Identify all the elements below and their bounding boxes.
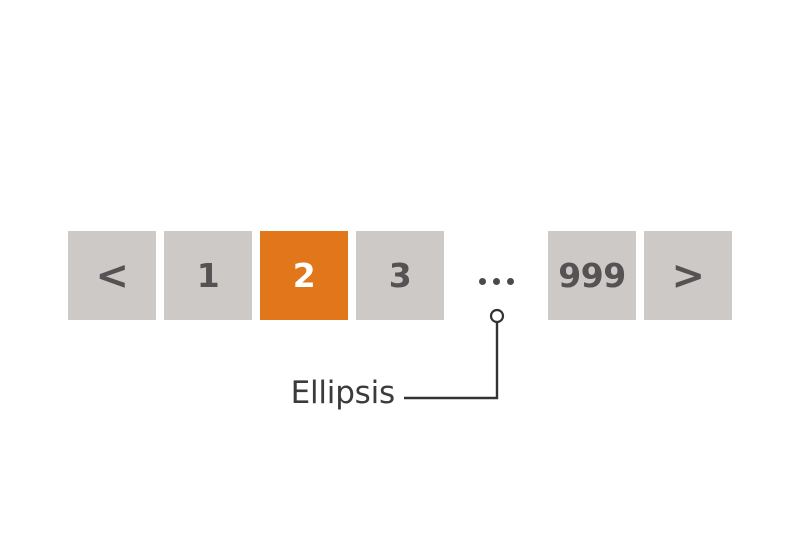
annotation-leader-line: [404, 322, 499, 400]
chevron-left-icon: <: [95, 252, 129, 299]
pagination-page-label: 999: [558, 256, 626, 295]
pagination-page-label: 1: [196, 256, 220, 295]
pagination-control: < 1 2 3 999 >: [68, 231, 740, 320]
pagination-next-button[interactable]: >: [644, 231, 732, 320]
pagination-prev-button[interactable]: <: [68, 231, 156, 320]
ellipsis-dot: [492, 278, 500, 285]
pagination-page-2-active[interactable]: 2: [260, 231, 348, 320]
pagination-page-1[interactable]: 1: [164, 231, 252, 320]
annotation-label-ellipsis: Ellipsis: [290, 375, 396, 411]
chevron-right-icon: >: [671, 252, 705, 299]
ellipsis-dot: [506, 278, 514, 285]
ellipsis-icon: [478, 278, 514, 285]
pagination-page-label: 2: [292, 256, 316, 295]
pagination-ellipsis[interactable]: [452, 231, 540, 320]
pagination-page-3[interactable]: 3: [356, 231, 444, 320]
ellipsis-dot: [478, 278, 486, 285]
pagination-page-label: 3: [388, 256, 412, 295]
pagination-page-last[interactable]: 999: [548, 231, 636, 320]
